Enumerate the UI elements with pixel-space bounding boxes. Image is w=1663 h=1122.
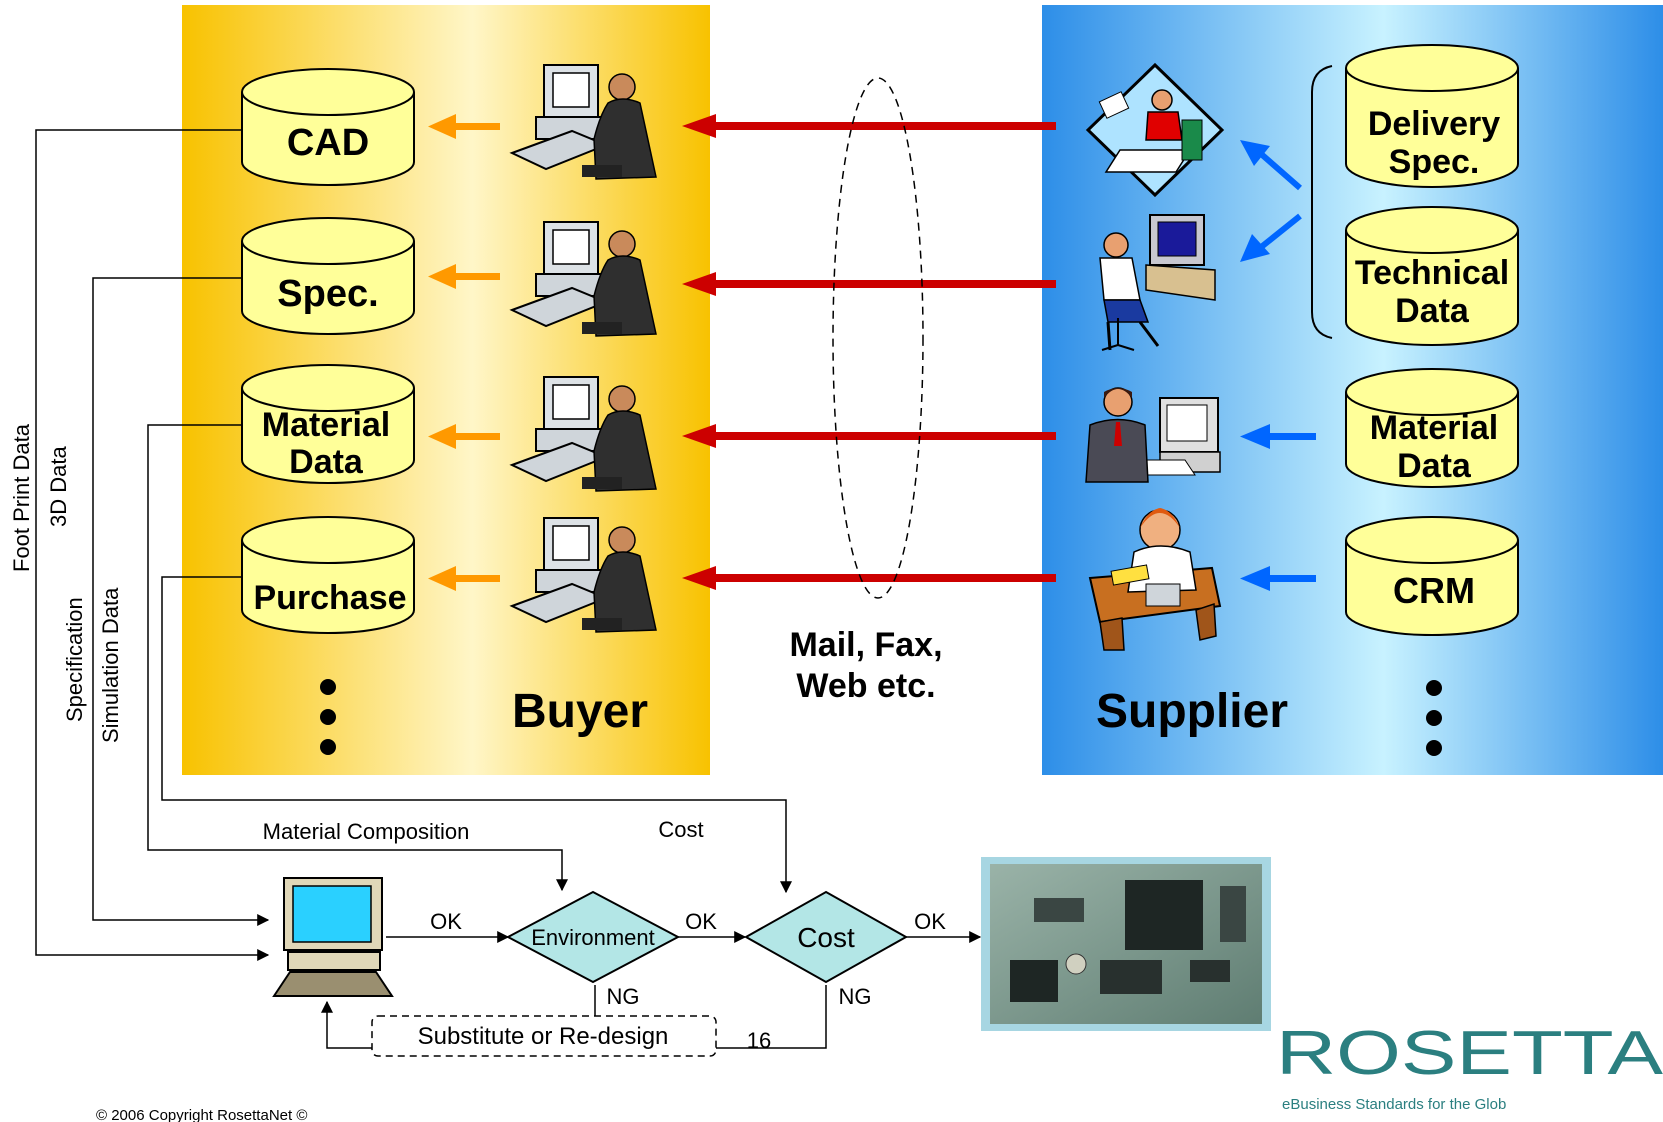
rosetta-tagline: eBusiness Standards for the Glob	[1282, 1096, 1506, 1113]
environment-decision: Environment	[505, 890, 681, 984]
blue-arrow-technical	[1240, 213, 1302, 262]
label-ok-3: OK	[914, 909, 946, 934]
buyer-workstation-icon-1	[509, 64, 657, 180]
buyer-workstation-icon-2	[509, 221, 657, 337]
supplier-ellipsis	[1426, 680, 1442, 756]
supplier-db-technical-label-2: Data	[1395, 292, 1470, 330]
vertical-label-simulation: Simulation Data	[98, 587, 123, 743]
buyer-db-purchase-label: Purchase	[253, 579, 406, 617]
blue-arrow-delivery	[1240, 140, 1302, 191]
supplier-businessman-icon	[1085, 387, 1221, 483]
supplier-db-material-label-1: Material	[1370, 409, 1499, 447]
orange-arrow-1	[428, 114, 500, 139]
supplier-db-material-label-2: Data	[1397, 447, 1472, 485]
copyright-text: © 2006 Copyright RosettaNet ©	[96, 1107, 307, 1122]
buyer-db-spec: Spec.	[241, 217, 415, 335]
label-ok-2: OK	[685, 909, 717, 934]
vertical-label-footprint: Foot Print Data	[9, 423, 34, 572]
blue-arrow-crm	[1240, 566, 1316, 591]
supplier-db-delivery-label-2: Spec.	[1389, 143, 1480, 181]
buyer-db-purchase: Purchase	[241, 516, 415, 634]
buyer-db-material: Material Data	[241, 364, 415, 484]
rosetta-logo-text: ROSETTA	[1276, 1019, 1663, 1088]
supplier-db-delivery-label-1: Delivery	[1368, 105, 1500, 143]
orange-arrows	[428, 114, 500, 591]
buyer-workstation-icon-4	[509, 517, 657, 633]
buyer-db-material-label-2: Data	[289, 443, 364, 481]
channel-ellipse	[832, 77, 924, 599]
buyer-label: Buyer	[512, 685, 648, 738]
page-number: 16	[747, 1028, 771, 1053]
line-material-to-environment	[147, 424, 568, 892]
blue-arrow-material	[1240, 424, 1316, 449]
supplier-telephone-icon	[1088, 508, 1222, 651]
line-ng-to-computer	[321, 1000, 372, 1049]
buyer-db-spec-label: Spec.	[277, 273, 378, 315]
supplier-office-icon	[1085, 62, 1225, 198]
buyer-db-cad-label: CAD	[287, 122, 369, 164]
supplier-db-delivery: Delivery Spec.	[1345, 44, 1519, 188]
buyer-db-material-label-1: Material	[262, 406, 391, 444]
supplier-db-crm-label: CRM	[1393, 570, 1475, 611]
channel-label-line2: Web etc.	[796, 667, 935, 705]
supplier-db-technical: Technical Data	[1345, 206, 1519, 346]
red-arrow-2	[682, 272, 1056, 296]
connector-lines	[35, 129, 982, 1049]
line-purchase-to-cost	[161, 576, 792, 894]
orange-arrow-2	[428, 264, 500, 289]
rosetta-logo: ROSETTA eBusiness Standards for the Glob	[1276, 1019, 1663, 1113]
cost-decision: Cost	[743, 890, 909, 984]
vertical-label-specification: Specification	[62, 597, 87, 722]
line-spec-to-computer	[92, 277, 270, 926]
label-cost-line: Cost	[658, 817, 703, 842]
line-cost-ng	[716, 985, 827, 1049]
label-material-composition: Material Composition	[263, 819, 470, 844]
circuit-board-image	[981, 857, 1271, 1031]
environment-label: Environment	[531, 925, 655, 950]
buyer-ellipsis	[320, 679, 336, 755]
supplier-engineer-icon	[1099, 214, 1216, 351]
substitute-label: Substitute or Re-design	[418, 1023, 669, 1050]
supplier-label: Supplier	[1096, 685, 1288, 738]
orange-arrow-3	[428, 424, 500, 449]
red-arrows	[682, 114, 1056, 590]
buyer-workstation-icon-3	[509, 376, 657, 492]
red-arrow-1	[682, 114, 1056, 138]
line-cad-to-computer	[35, 129, 270, 961]
red-arrow-4	[682, 566, 1056, 590]
cost-decision-label: Cost	[797, 922, 855, 953]
supplier-db-material: Material Data	[1345, 368, 1519, 488]
orange-arrow-4	[428, 566, 500, 591]
supplier-bracket	[1311, 65, 1333, 339]
blue-arrows	[1240, 140, 1316, 591]
substitute-box	[371, 1015, 717, 1057]
vertical-label-3d: 3D Data	[46, 446, 71, 527]
buyer-db-cad: CAD	[241, 68, 415, 186]
supplier-db-technical-label-1: Technical	[1355, 254, 1509, 292]
design-computer-icon	[272, 877, 394, 997]
channel-label-line1: Mail, Fax,	[789, 626, 942, 664]
label-ng-1: NG	[607, 984, 640, 1009]
label-ng-2: NG	[839, 984, 872, 1009]
red-arrow-3	[682, 424, 1056, 448]
supplier-db-crm: CRM	[1345, 516, 1519, 636]
label-ok-1: OK	[430, 909, 462, 934]
